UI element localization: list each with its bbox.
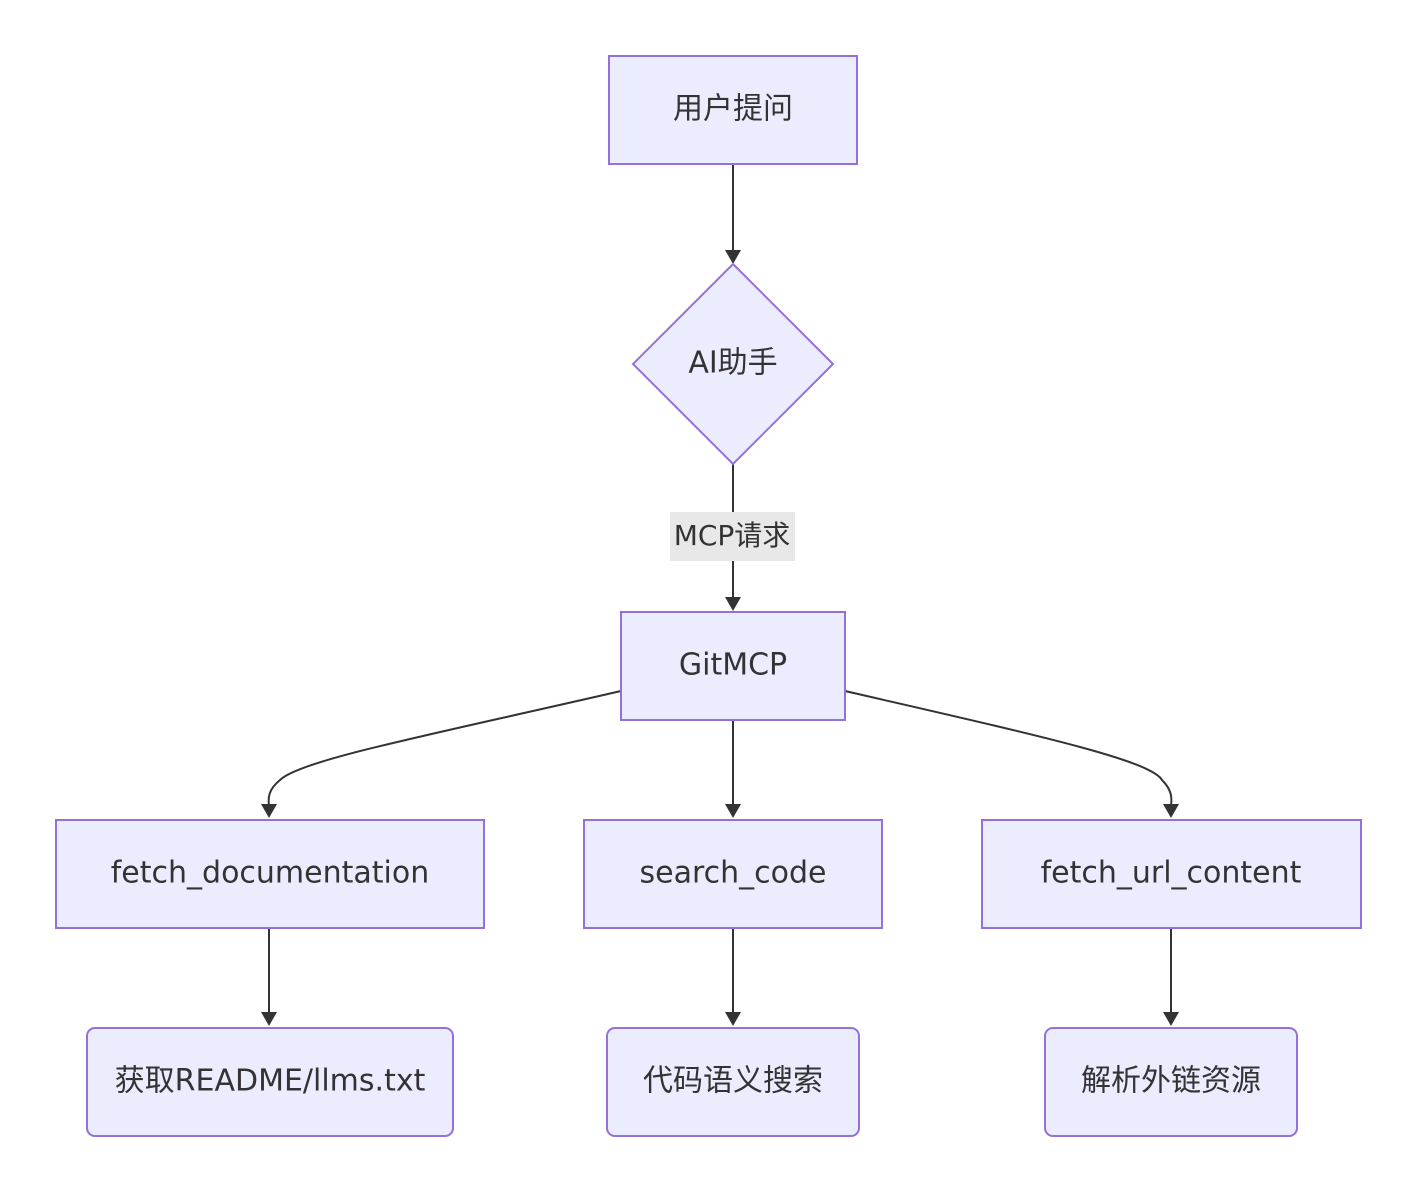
node-semantic-search-box — [606, 1027, 860, 1137]
edge-label-background — [670, 512, 795, 561]
edge-gitmcp-to-fetch-doc — [267, 690, 622, 807]
edges — [261, 164, 1179, 1026]
node-search-code-box — [583, 819, 883, 929]
node-fetch-readme-label: 获取README/llms.txt — [115, 1064, 426, 1099]
node-search-code-label: search_code — [639, 856, 826, 891]
node-gitmcp-box — [620, 611, 846, 721]
node-user-question: 用户提问 — [608, 55, 858, 165]
node-ai-assistant-diamond — [631, 262, 835, 466]
arrowhead-gitmcp-to-fetch-url — [1163, 804, 1179, 818]
node-gitmcp: GitMCP — [620, 611, 846, 721]
node-semantic-search-label: 代码语义搜索 — [643, 1064, 823, 1099]
node-gitmcp-label: GitMCP — [679, 648, 787, 683]
edge-label-mcp-request: MCP请求 — [670, 512, 795, 561]
node-user-question-box — [608, 55, 858, 165]
node-semantic-search: 代码语义搜索 — [606, 1027, 860, 1137]
node-fetch-url-content-box — [981, 819, 1362, 929]
node-fetch-documentation-box — [55, 819, 485, 929]
node-fetch-documentation: fetch_documentation — [55, 819, 485, 929]
edge-label-text: MCP请求 — [674, 519, 791, 552]
edge-gitmcp-to-fetch-url — [844, 690, 1173, 807]
arrowhead-ai-to-gitmcp — [725, 597, 741, 611]
arrowhead-search-code-to-semantic — [725, 1012, 741, 1026]
node-fetch-readme: 获取README/llms.txt — [86, 1027, 454, 1137]
arrowhead-gitmcp-to-search-code — [725, 804, 741, 818]
node-fetch-documentation-label: fetch_documentation — [111, 856, 430, 891]
arrowhead-gitmcp-to-fetch-doc — [261, 804, 277, 818]
node-fetch-readme-box — [86, 1027, 454, 1137]
arrowhead-fetch-url-to-parse — [1163, 1012, 1179, 1026]
arrowhead-user-to-ai — [725, 250, 741, 264]
node-ai-assistant: AI助手 — [631, 262, 835, 466]
node-parse-links-label: 解析外链资源 — [1081, 1064, 1261, 1099]
node-user-question-label: 用户提问 — [673, 92, 793, 127]
node-search-code: search_code — [583, 819, 883, 929]
node-fetch-url-content: fetch_url_content — [981, 819, 1362, 929]
node-ai-assistant-label: AI助手 — [688, 346, 777, 381]
node-parse-links-box — [1044, 1027, 1298, 1137]
node-parse-links: 解析外链资源 — [1044, 1027, 1298, 1137]
arrowhead-fetch-doc-to-readme — [261, 1012, 277, 1026]
node-fetch-url-content-label: fetch_url_content — [1041, 856, 1302, 891]
